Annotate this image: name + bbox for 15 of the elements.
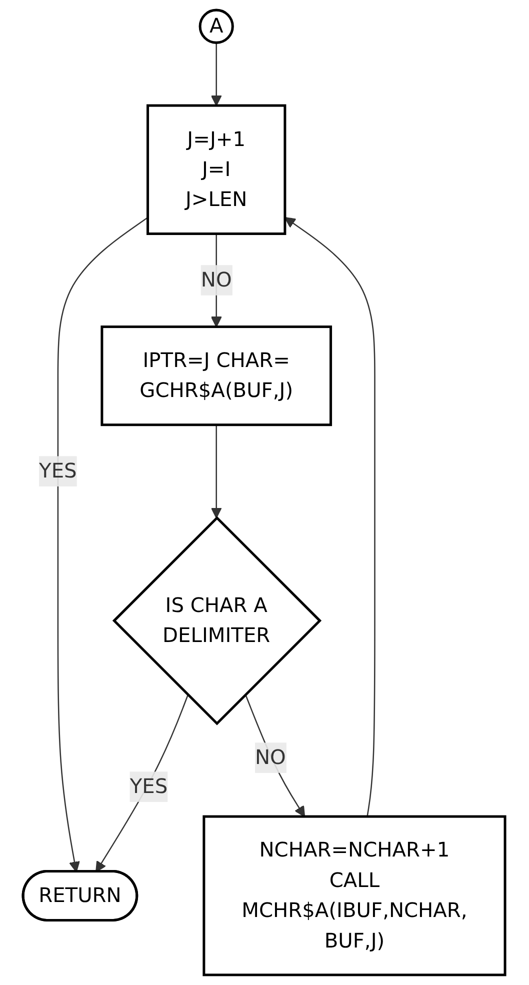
arrow bbox=[245, 694, 306, 818]
edge-label: NO bbox=[201, 268, 232, 292]
node-circle: A bbox=[199, 8, 234, 44]
arrow bbox=[96, 694, 189, 872]
arrow bbox=[211, 42, 222, 106]
edge-label: YES bbox=[130, 774, 168, 798]
edge-label: NO bbox=[255, 745, 286, 770]
arrow bbox=[211, 424, 222, 518]
arrow bbox=[284, 217, 376, 817]
node-box: J=J+1 J=I J>LEN bbox=[146, 104, 287, 236]
node-diamond: IS CHAR A DELIMITER bbox=[112, 516, 322, 726]
edge-label: YES bbox=[40, 458, 78, 483]
node-box: NCHAR=NCHAR+1 CALL MCHR$A(IBUF,NCHAR, BUF,J) bbox=[203, 815, 507, 976]
node-box: IPTR=J CHAR= GCHR$A(BUF,J) bbox=[101, 326, 332, 426]
arrow bbox=[58, 217, 149, 872]
